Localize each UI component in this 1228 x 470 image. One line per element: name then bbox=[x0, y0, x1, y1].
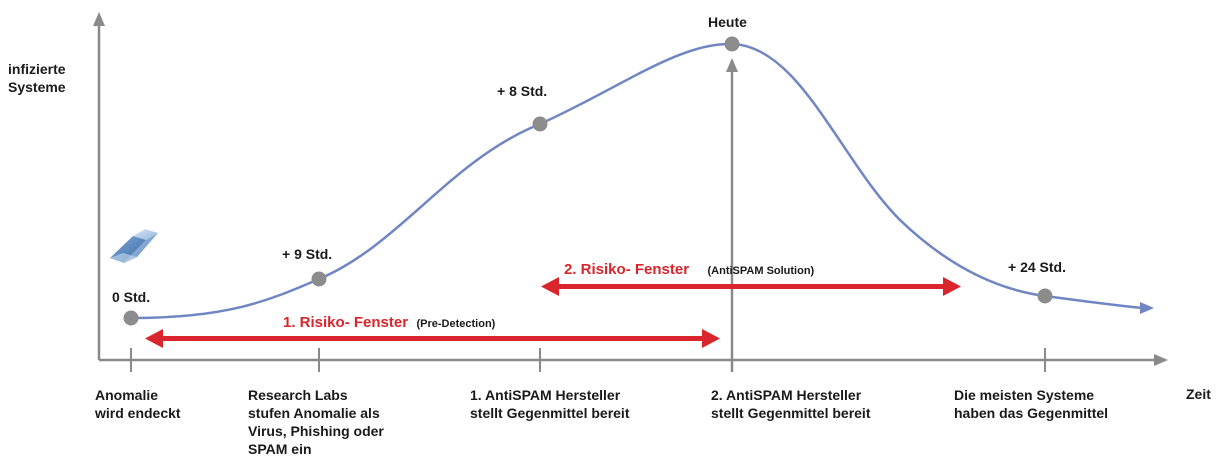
x-axis-label: Zeit bbox=[1186, 386, 1211, 402]
point-0h bbox=[123, 310, 139, 326]
y-axis-label-line2: Systeme bbox=[8, 79, 66, 95]
risk-window-1-note: (Pre-Detection) bbox=[417, 318, 496, 330]
risk-window-2-arrow bbox=[541, 277, 961, 296]
milestone-4-line-1: Die meisten Systeme bbox=[954, 387, 1094, 403]
point-label-8h: + 8 Std. bbox=[497, 83, 547, 99]
point-label-24h: + 24 Std. bbox=[1008, 259, 1066, 275]
milestone-0-line-1: Anomalie bbox=[95, 387, 158, 403]
milestone-1: Research Labs stufen Anomalie als Virus,… bbox=[248, 387, 384, 457]
milestone-1-line-1: Research Labs bbox=[248, 387, 348, 403]
milestone-4: Die meisten Systeme haben das Gegenmitte… bbox=[954, 387, 1108, 421]
risk-window-2-title: 2. Risiko- Fenster bbox=[564, 261, 689, 278]
x-axis-ticks bbox=[130, 348, 1046, 372]
point-today bbox=[724, 36, 740, 52]
risk-window-1-title: 1. Risiko- Fenster bbox=[283, 314, 408, 331]
point-9h bbox=[311, 271, 327, 287]
y-axis bbox=[93, 12, 105, 360]
milestone-3-line-1: 2. AntiSPAM Hersteller bbox=[711, 387, 862, 403]
risk-window-2-label: 2. Risiko- Fenster (AntiSPAM Solution) bbox=[564, 261, 815, 278]
curve-arrowhead bbox=[1140, 302, 1154, 314]
anomaly-cube-icon bbox=[110, 229, 158, 263]
point-8h bbox=[532, 116, 548, 132]
milestone-0-line-2: wird endeckt bbox=[94, 405, 181, 421]
milestone-3: 2. AntiSPAM Hersteller stellt Gegenmitte… bbox=[711, 387, 871, 421]
point-label-9h: + 9 Std. bbox=[282, 246, 332, 262]
milestone-1-line-2: stufen Anomalie als bbox=[248, 405, 380, 421]
milestone-4-line-2: haben das Gegenmittel bbox=[954, 405, 1108, 421]
milestone-2: 1. AntiSPAM Hersteller stellt Gegenmitte… bbox=[470, 387, 630, 421]
milestone-2-line-1: 1. AntiSPAM Hersteller bbox=[470, 387, 621, 403]
curve-points bbox=[123, 36, 1053, 326]
today-vertical-line bbox=[726, 58, 738, 372]
risk-window-1-arrow bbox=[145, 329, 720, 348]
milestone-1-line-4: SPAM ein bbox=[248, 441, 312, 457]
point-label-today: Heute bbox=[708, 14, 747, 30]
milestone-0: Anomalie wird endeckt bbox=[94, 387, 181, 421]
point-24h bbox=[1037, 288, 1053, 304]
point-label-0h: 0 Std. bbox=[112, 289, 150, 305]
risk-window-1-label: 1. Risiko- Fenster (Pre-Detection) bbox=[283, 314, 496, 331]
milestone-1-line-3: Virus, Phishing oder bbox=[248, 423, 384, 439]
y-axis-label-line1: infizierte bbox=[8, 61, 66, 77]
milestone-2-line-2: stellt Gegenmittel bereit bbox=[470, 405, 630, 421]
milestone-3-line-2: stellt Gegenmittel bereit bbox=[711, 405, 871, 421]
risk-window-2-note: (AntiSPAM Solution) bbox=[708, 265, 815, 277]
x-axis bbox=[99, 354, 1168, 366]
